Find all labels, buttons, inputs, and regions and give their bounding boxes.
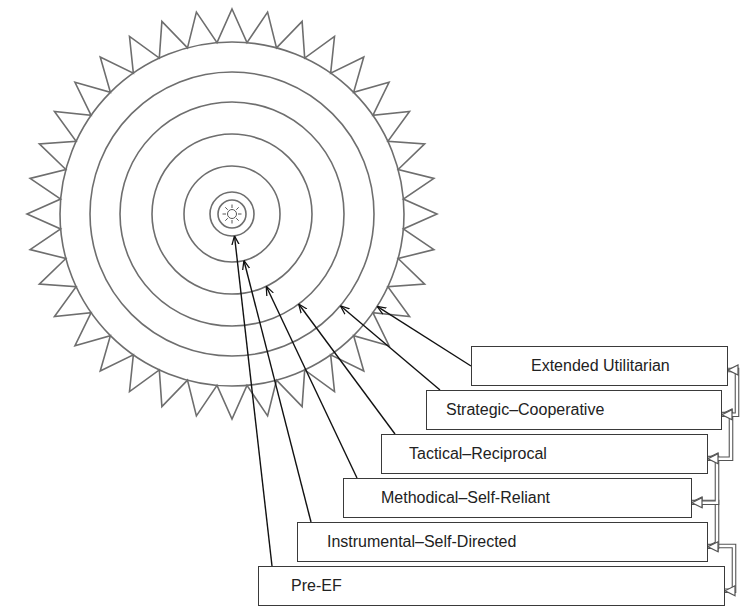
ring xyxy=(210,192,254,236)
leader-arrow xyxy=(244,260,311,522)
leader-arrow xyxy=(340,306,440,390)
level-label: Instrumental–Self-Directed xyxy=(327,532,516,552)
sun-rings xyxy=(27,9,437,419)
level-label: Strategic–Cooperative xyxy=(446,400,604,420)
level-box: Tactical–Reciprocal xyxy=(381,434,708,474)
sun-icon xyxy=(223,205,242,224)
level-box: Methodical–Self-Reliant xyxy=(343,478,692,518)
ring xyxy=(184,166,280,262)
leader-arrow xyxy=(377,306,471,366)
leader-arrow xyxy=(234,236,272,566)
level-label: Tactical–Reciprocal xyxy=(409,444,547,464)
level-box: Instrumental–Self-Directed xyxy=(297,522,708,562)
level-label: Methodical–Self-Reliant xyxy=(381,488,550,508)
level-label: Pre-EF xyxy=(291,576,342,596)
sun-spikes xyxy=(27,9,437,419)
leader-arrow xyxy=(299,304,395,434)
level-box: Strategic–Cooperative xyxy=(426,390,722,430)
ring xyxy=(60,42,404,386)
ring xyxy=(152,134,312,294)
level-box: Pre-EF xyxy=(258,566,725,606)
leader-arrow xyxy=(266,286,357,478)
ring xyxy=(218,200,246,228)
ring xyxy=(90,72,374,356)
ring xyxy=(120,102,344,326)
level-label: Extended Utilitarian xyxy=(531,356,670,376)
level-box: Extended Utilitarian xyxy=(471,346,728,386)
